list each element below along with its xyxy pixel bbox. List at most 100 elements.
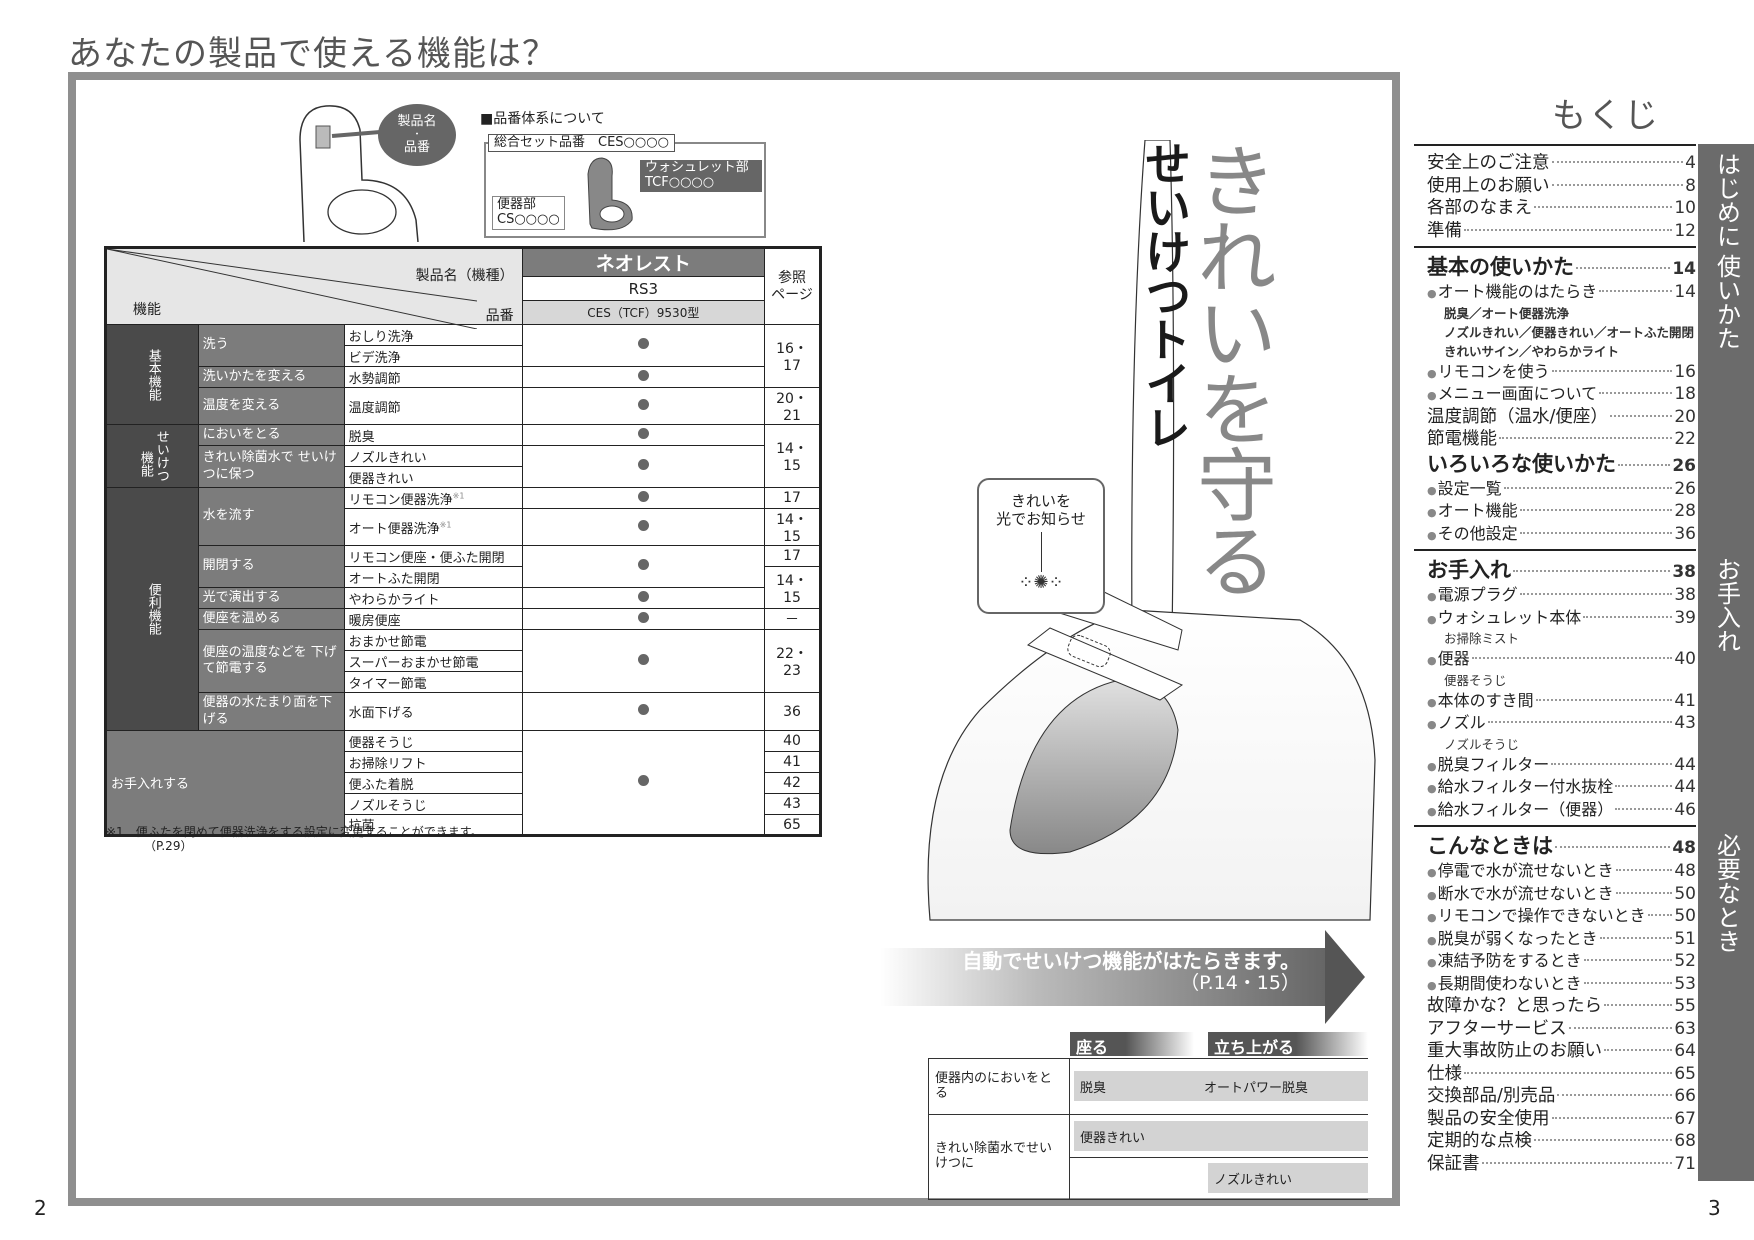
bullet-icon: ● — [1427, 718, 1437, 731]
bullet-icon: ● — [1427, 389, 1437, 402]
toc-leader-dots — [1615, 869, 1673, 871]
arrow-body — [880, 948, 1325, 1006]
feature-name: タイマー節電 — [343, 671, 523, 693]
toc-section-tab[interactable]: はじめに — [1698, 144, 1754, 248]
feature-name: ビデ洗浄 — [343, 345, 523, 367]
banner-main-text: 自動でせいけつ機能がはたらきます。 — [962, 949, 1300, 973]
availability-cell — [521, 508, 766, 546]
toc-item[interactable]: 保証書 71 — [1414, 1153, 1696, 1176]
toc-leader-dots — [1519, 531, 1673, 534]
toc-section-tab[interactable]: 使いかた — [1698, 246, 1754, 551]
toc-item-label: お手入れ — [1427, 558, 1511, 582]
washlet-part-code: TCF○○○○ — [645, 174, 715, 190]
toc-item[interactable]: ●給水フィルター（便器）46 — [1414, 799, 1696, 822]
feature-label: オート便器洗浄 — [348, 521, 440, 537]
toc-item[interactable]: 温度調節（温水/便座）20 — [1414, 406, 1696, 429]
toc-leader-dots — [1576, 267, 1671, 269]
banner-text: 自動でせいけつ機能がはたらきます。 （P.14・15） — [962, 950, 1300, 995]
footnote-ref: ※1 — [439, 520, 452, 530]
ref-page: 36 — [764, 692, 821, 731]
toc-page-number: 4 — [1685, 153, 1696, 173]
feature-name: やわらかライト — [343, 587, 523, 609]
toc-page-number: 43 — [1674, 713, 1696, 733]
toc-item-label: 保証書 — [1427, 1153, 1480, 1174]
toc-leader-dots — [1615, 807, 1673, 810]
hinban-system-box: 総合セット品番 CES○○○○ ウォシュレット部 TCF○○○○ 便器部 CS○… — [484, 134, 766, 238]
feature-name: 水勢調節 — [343, 366, 523, 388]
available-dot-icon — [637, 611, 649, 623]
category-convenient: 便利機能 — [105, 487, 199, 731]
toilet-product-label-illustration — [299, 105, 419, 242]
toc-page-number: 55 — [1674, 996, 1696, 1016]
toc-leader-dots — [1557, 1094, 1673, 1096]
ref-page: 17 — [764, 487, 821, 509]
hero-title-col1: きれいを — [1184, 140, 1277, 444]
ref-page: － — [764, 608, 821, 630]
diagonal-lines — [107, 249, 477, 329]
toc-section-tab[interactable]: 必要なとき — [1698, 825, 1754, 1181]
bullet-icon: ● — [1427, 287, 1437, 300]
bullet-icon: ● — [1427, 590, 1437, 603]
toc-leader-dots — [1599, 392, 1673, 394]
timeline-grid: 便器内のにおいをとる 脱臭 オートパワー脱臭 きれい除菌水でせいけつに 便器きれ… — [928, 1058, 1368, 1200]
ref-page: 40 — [764, 730, 821, 752]
bar-label-autopower: オートパワー脱臭 — [1204, 1081, 1309, 1096]
availability-cell — [521, 629, 766, 693]
toc-page-number: 66 — [1674, 1086, 1696, 1106]
hinban-system-title: ■品番体系について — [480, 111, 605, 127]
timeline-row-label: きれい除菌水でせいけつに — [928, 1115, 1070, 1199]
feature-name: 脱臭 — [343, 424, 523, 446]
ref-page: 22・23 — [764, 629, 821, 693]
timeline-head-stand: 立ち上がる — [1208, 1032, 1368, 1057]
toc-item-label: こんなときは — [1427, 834, 1553, 858]
feature-name: リモコン便座・便ふた開閉 — [343, 545, 523, 567]
toc-page-number: 36 — [1674, 523, 1696, 544]
toc-page-number: 71 — [1674, 1153, 1696, 1174]
timeline-head-sit: 座る — [1070, 1032, 1194, 1057]
toc-page-number: 10 — [1674, 198, 1696, 218]
availability-cell — [521, 587, 766, 609]
sub-function: 開閉する — [197, 545, 345, 588]
toc-section-tab[interactable]: お手入れ — [1698, 549, 1754, 827]
feature-label: リモコン便器洗浄 — [348, 492, 453, 508]
light-notice-callout: きれいを 光でお知らせ ⁘✺⁘ — [977, 478, 1105, 614]
toc-leader-dots — [1464, 1071, 1673, 1074]
